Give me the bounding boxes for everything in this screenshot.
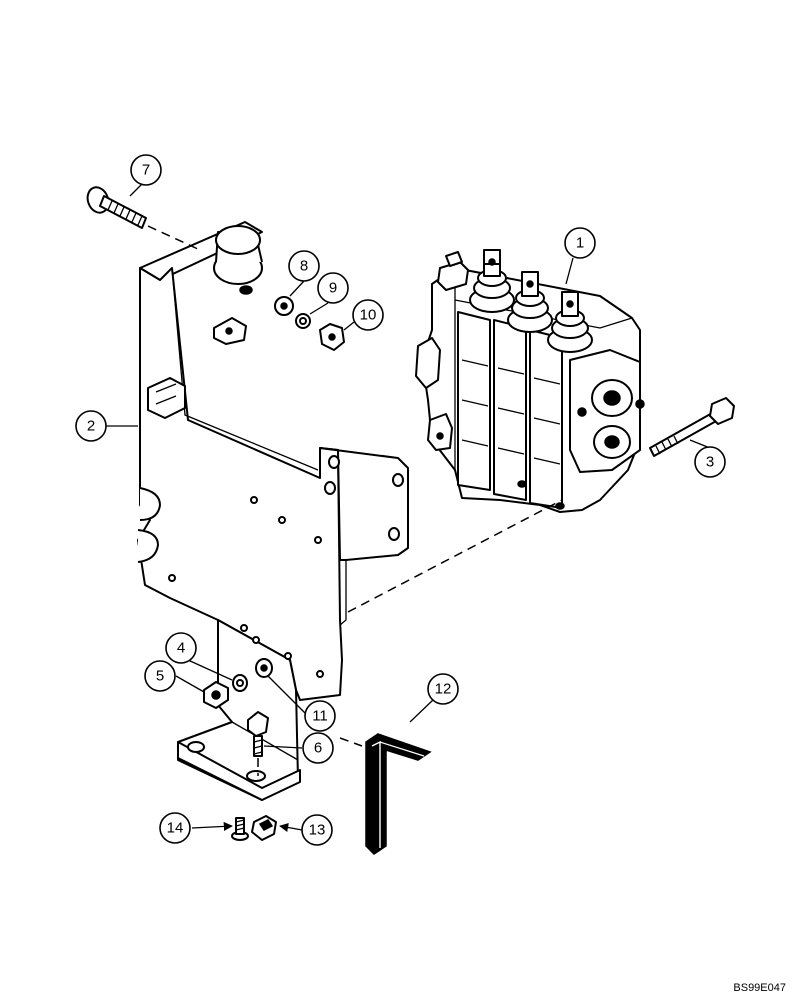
control-valve — [415, 249, 645, 513]
hex-bolt-3 — [649, 397, 735, 457]
clip-nut-13 — [251, 815, 277, 841]
bolt-7-path-line — [147, 225, 201, 251]
spool-2 — [507, 271, 553, 333]
svg-text:4: 4 — [177, 640, 185, 657]
svg-text:3: 3 — [706, 454, 714, 471]
svg-text:2: 2 — [87, 418, 95, 435]
nut-5 — [203, 681, 229, 709]
svg-text:13: 13 — [309, 822, 326, 839]
svg-text:10: 10 — [360, 307, 377, 324]
washer-11 — [255, 658, 273, 678]
callout-13: 13 — [301, 814, 333, 846]
callout-7: 7 — [130, 154, 162, 186]
callout-3: 3 — [694, 446, 726, 478]
callout-8: 8 — [288, 250, 320, 282]
lock-washer-9 — [295, 313, 311, 329]
callout-9: 9 — [317, 272, 349, 304]
callout-11: 11 — [304, 700, 336, 732]
mounting-bracket — [137, 221, 409, 801]
spool-1 — [469, 249, 515, 313]
washer-8 — [274, 296, 294, 316]
drawing-code: BS99E047 — [733, 982, 786, 994]
spool-3 — [547, 291, 593, 353]
svg-text:5: 5 — [156, 668, 164, 685]
carriage-bolt-7 — [86, 186, 147, 229]
svg-text:6: 6 — [314, 740, 322, 757]
svg-text:9: 9 — [329, 280, 337, 297]
hex-key-12 — [365, 733, 432, 855]
svg-text:11: 11 — [312, 708, 328, 725]
lock-washer-4 — [232, 674, 248, 692]
callout-2: 2 — [75, 410, 107, 442]
callout-5: 5 — [144, 660, 176, 692]
nut-10 — [319, 323, 345, 351]
svg-text:1: 1 — [576, 235, 584, 252]
flange-bolt-6 — [247, 711, 269, 757]
svg-text:12: 12 — [435, 681, 452, 698]
callout-12: 12 — [427, 673, 459, 705]
hex-key-path-line — [339, 737, 363, 747]
svg-text:14: 14 — [167, 820, 184, 837]
callout-1: 1 — [564, 227, 596, 259]
svg-text:7: 7 — [142, 162, 150, 179]
svg-text:8: 8 — [300, 258, 308, 275]
screw-14 — [231, 817, 249, 841]
callout-4: 4 — [165, 632, 197, 664]
callout-14: 14 — [159, 812, 191, 844]
valve-mount-path-line — [347, 499, 563, 613]
callout-10: 10 — [352, 299, 384, 331]
callout-6: 6 — [302, 732, 334, 764]
